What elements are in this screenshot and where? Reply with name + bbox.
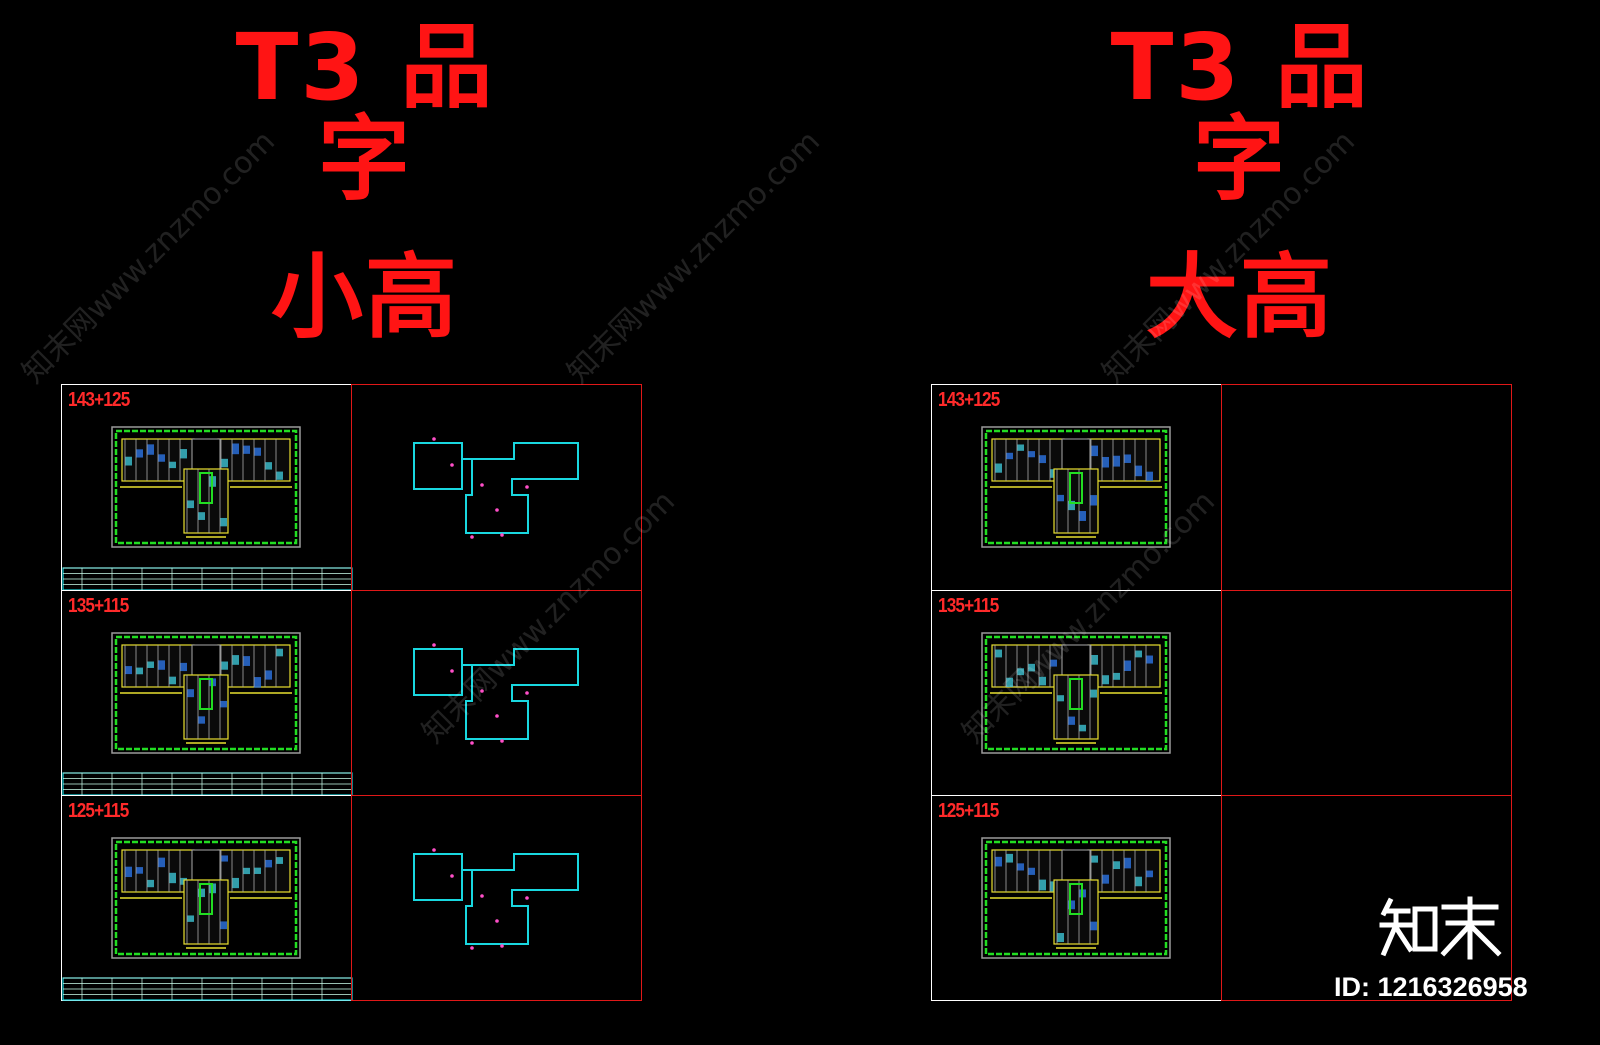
right-title-line2: 大高	[1145, 244, 1334, 351]
right-plan-cell-row2[interactable]: 135+115	[931, 590, 1222, 796]
floor-plan-icon	[62, 426, 353, 591]
floor-plan-icon	[981, 426, 1171, 548]
left-plan-cell-row3[interactable]: 125+115	[61, 795, 353, 1001]
right-title-line1: T3 品字	[1110, 14, 1370, 213]
building-outline-icon	[413, 643, 579, 745]
row-label: 143+125	[68, 389, 130, 411]
row-label: 135+115	[938, 595, 999, 617]
row-label: 143+125	[938, 389, 1000, 411]
row-label: 125+115	[938, 800, 999, 822]
right-plan-cell-row1[interactable]: 143+125	[931, 384, 1222, 591]
left-title-line1: T3 品字	[235, 14, 495, 213]
title-block-icon	[62, 772, 353, 796]
image-id-text: ID: 1216326958	[1334, 972, 1528, 1002]
floor-plan-icon	[981, 632, 1171, 754]
row-label: 125+115	[68, 800, 129, 822]
left-plan-cell-row1[interactable]: 143+125	[61, 384, 353, 591]
right-empty-cell-row2[interactable]	[1221, 590, 1512, 796]
title-block-icon	[62, 567, 353, 591]
row-label: 135+115	[68, 595, 129, 617]
building-outline-icon	[413, 848, 579, 950]
right-empty-cell-row1[interactable]	[1221, 384, 1512, 591]
right-empty-cell-row3[interactable]	[1221, 795, 1512, 1001]
building-outline-icon	[413, 437, 579, 539]
znzmo-logo-icon	[1379, 896, 1502, 960]
floor-plan-icon	[62, 632, 353, 796]
left-plan-cell-row2[interactable]: 135+115	[61, 590, 353, 796]
left-title: T3 品字 小高	[200, 22, 530, 344]
right-title: T3 品字 大高	[1075, 22, 1405, 344]
title-block-icon	[62, 977, 353, 1001]
floor-plan-icon	[981, 837, 1171, 959]
right-plan-cell-row3[interactable]: 125+115	[931, 795, 1222, 1001]
left-title-line2: 小高	[270, 244, 459, 351]
floor-plan-icon	[62, 837, 353, 1001]
left-outline-cell-row3[interactable]	[351, 795, 642, 1001]
watermark-text: 知末网www.znzmo.com	[560, 124, 827, 391]
